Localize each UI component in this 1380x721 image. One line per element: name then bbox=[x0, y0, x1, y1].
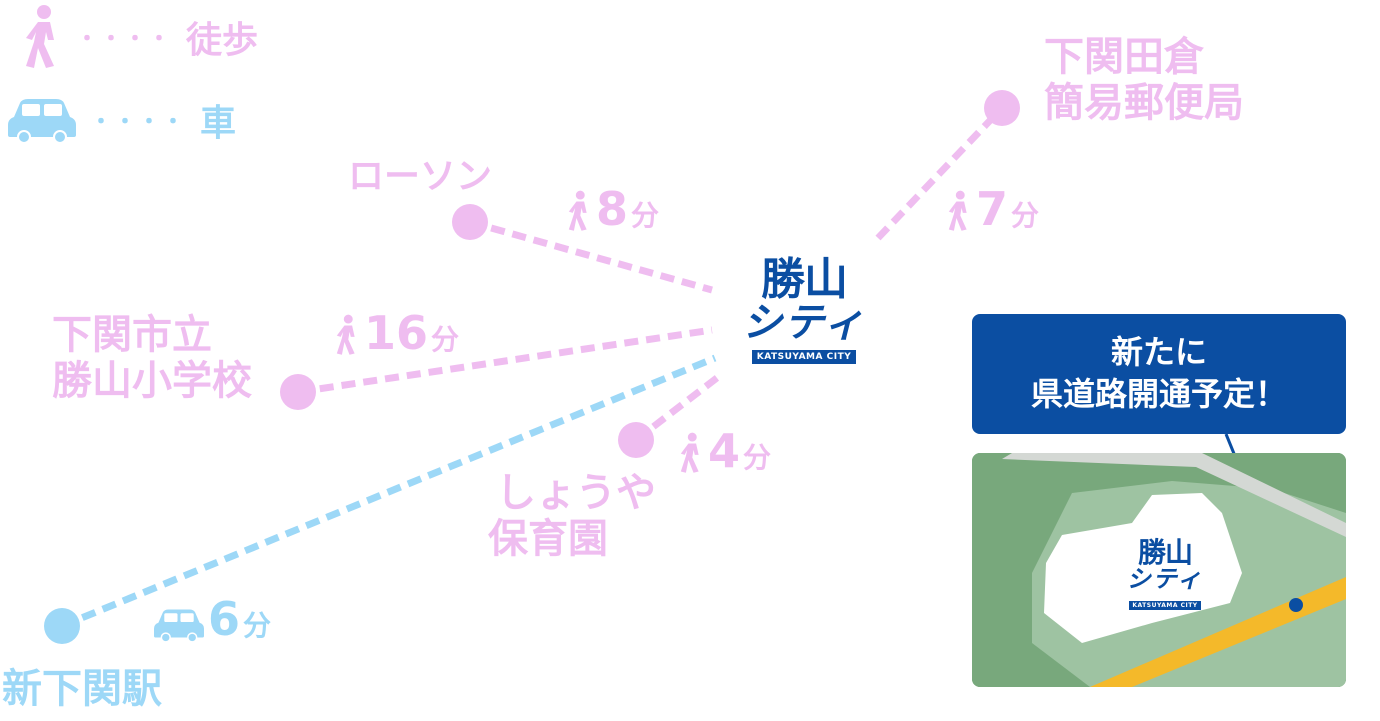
label-post-office-line1: 下関田倉 bbox=[1044, 34, 1204, 80]
logo-line1: 勝山 bbox=[761, 254, 848, 305]
route-post-office bbox=[875, 107, 1003, 241]
label-nursery: しょうや 保育園 bbox=[488, 470, 656, 562]
car-icon bbox=[8, 99, 76, 143]
label-station-line1: 新下関駅 bbox=[2, 666, 162, 712]
legend-walk: ・・・・ 徒歩 bbox=[22, 4, 258, 70]
walking-person-icon bbox=[680, 432, 699, 473]
time-station-unit: 分 bbox=[243, 609, 272, 643]
inset-logo-line2: シティ bbox=[1126, 565, 1204, 593]
label-post-office: 下関田倉 簡易郵便局 bbox=[1044, 34, 1244, 126]
label-lawson-line1: ローソン bbox=[348, 156, 493, 197]
time-post-office-value: 7 bbox=[976, 182, 1009, 236]
label-nursery-line2: 保育園 bbox=[488, 516, 608, 562]
label-school-line2: 勝山小学校 bbox=[52, 358, 252, 404]
time-school-unit: 分 bbox=[431, 323, 460, 357]
label-lawson: ローソン bbox=[348, 156, 492, 197]
callout-line2: 県道路開通予定！ bbox=[1030, 375, 1287, 413]
logo-english: KATSUYAMA CITY bbox=[751, 350, 857, 364]
time-post-office-unit: 分 bbox=[1011, 199, 1040, 233]
walking-person-icon bbox=[568, 190, 587, 231]
legend-car-label: 車 bbox=[200, 103, 237, 144]
dot-nursery bbox=[618, 422, 654, 458]
logo-line2: シティ bbox=[742, 300, 866, 346]
inset-map: 勝山 シティ KATSUYAMA CITY bbox=[972, 453, 1346, 687]
walking-person-icon bbox=[26, 5, 54, 68]
new-road-callout: 新たに 県道路開通予定！ bbox=[972, 314, 1346, 434]
route-nursery bbox=[633, 371, 725, 443]
inset-katsuyama-logo: 勝山 シティ KATSUYAMA CITY bbox=[1124, 539, 1206, 611]
label-station: 新下関駅 bbox=[2, 666, 162, 712]
dot-station bbox=[44, 608, 80, 644]
callout-line1: 新たに bbox=[1110, 333, 1207, 372]
time-station-value: 6 bbox=[208, 592, 241, 646]
car-icon bbox=[154, 609, 204, 642]
legend-car-dots: ・・・・ bbox=[90, 110, 187, 135]
inset-map-graphic bbox=[972, 453, 1346, 687]
inset-logo-english: KATSUYAMA CITY bbox=[1129, 601, 1201, 611]
walking-person-icon bbox=[948, 190, 967, 231]
time-school: 16 分 bbox=[334, 310, 459, 356]
time-nursery-value: 4 bbox=[708, 424, 741, 478]
time-nursery-unit: 分 bbox=[743, 441, 772, 475]
katsuyama-city-logo: 勝山 シティ KATSUYAMA CITY bbox=[742, 258, 866, 364]
time-station: 6 分 bbox=[154, 596, 271, 642]
route-lawson bbox=[469, 218, 713, 294]
label-school-line1: 下関市立 bbox=[52, 312, 212, 358]
walking-person-icon bbox=[336, 314, 355, 355]
time-lawson-unit: 分 bbox=[631, 199, 660, 233]
time-school-value: 16 bbox=[364, 306, 429, 360]
inset-logo-line1: 勝山 bbox=[1137, 536, 1193, 569]
legend-car: ・・・・ 車 bbox=[8, 94, 236, 146]
dot-post-office bbox=[984, 90, 1020, 126]
time-nursery: 4 分 bbox=[678, 428, 771, 474]
legend-walk-dots: ・・・・ bbox=[76, 27, 173, 52]
route-station bbox=[60, 354, 717, 630]
label-post-office-line2: 簡易郵便局 bbox=[1044, 80, 1244, 126]
dot-lawson bbox=[452, 204, 488, 240]
legend-walk-label: 徒歩 bbox=[186, 20, 259, 61]
dot-school bbox=[280, 374, 316, 410]
time-post-office: 7 分 bbox=[946, 186, 1039, 232]
time-lawson: 8 分 bbox=[566, 186, 659, 232]
label-school: 下関市立 勝山小学校 bbox=[52, 312, 252, 404]
route-school bbox=[297, 326, 713, 396]
time-lawson-value: 8 bbox=[596, 182, 629, 236]
label-nursery-line1: しょうや bbox=[496, 470, 656, 516]
